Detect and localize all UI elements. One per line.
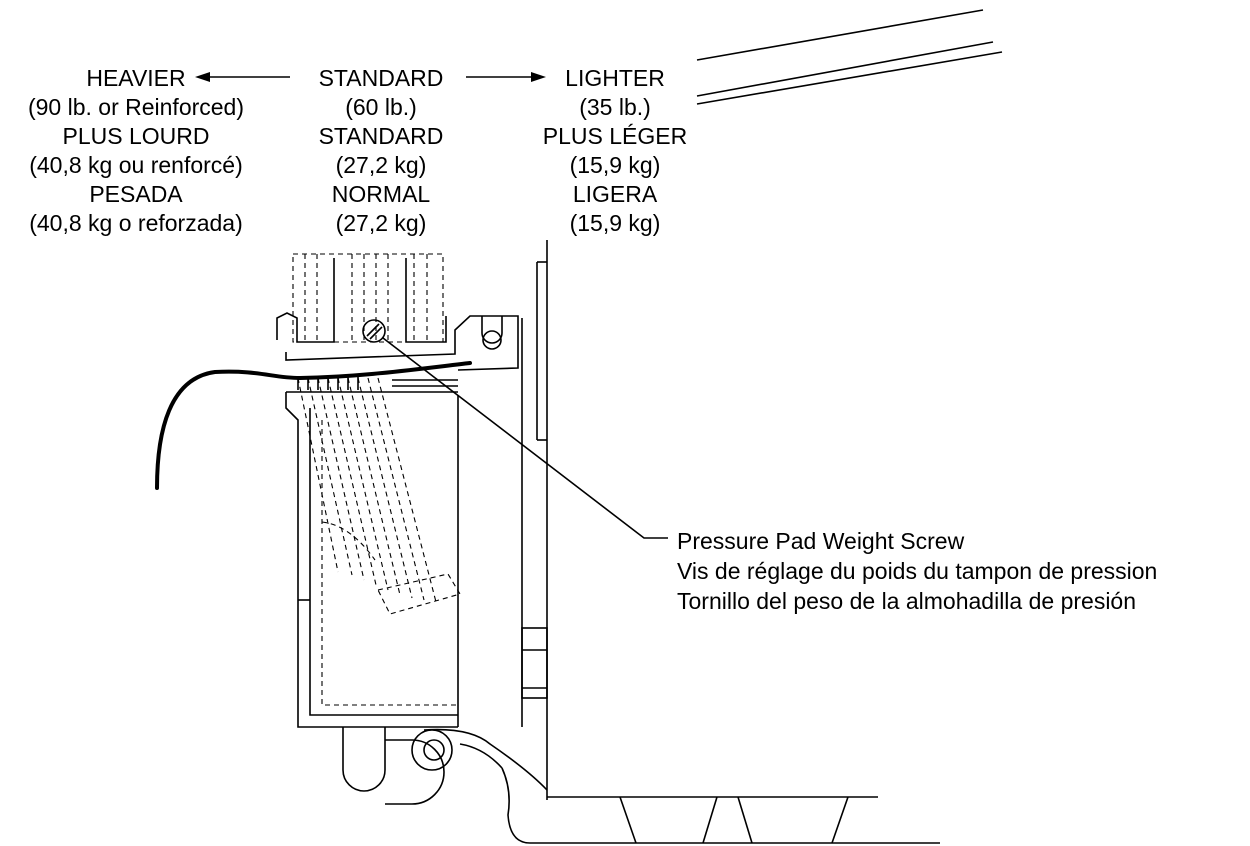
lighter-label-fr: PLUS LÉGER [542, 123, 688, 149]
pressure-pad-body [285, 391, 458, 728]
lighter-label-es: LIGERA [572, 181, 658, 207]
heavier-label-es: PESADA [89, 181, 183, 207]
heavier-value-es: (40,8 kg o reforzada) [29, 210, 243, 236]
bottom-rollers [342, 727, 548, 844]
weight-block [292, 253, 444, 343]
heavier-arrow [195, 72, 290, 82]
standard-label-es: NORMAL [331, 181, 431, 207]
heavier-value-en: (90 lb. or Reinforced) [27, 94, 245, 120]
pad-bracket [276, 258, 519, 387]
heavier-label-fr: PLUS LOURD [62, 123, 210, 149]
heavier-value-fr: (40,8 kg ou renforcé) [29, 152, 243, 178]
standard-setting-labels: STANDARD (60 lb.) STANDARD (27,2 kg) NOR… [290, 64, 472, 238]
lighter-label-en: LIGHTER [565, 65, 665, 91]
right-frame [457, 240, 548, 800]
base-rails [530, 796, 940, 844]
upper-paper-lines [696, 9, 1003, 105]
heavier-setting-labels: HEAVIER (90 lb. or Reinforced) PLUS LOUR… [0, 64, 272, 238]
lighter-setting-labels: LIGHTER (35 lb.) PLUS LÉGER (15,9 kg) LI… [510, 64, 720, 238]
standard-value-fr: (27,2 kg) [335, 152, 427, 178]
callout-text-es: Tornillo del peso de la almohadilla de p… [677, 588, 1137, 614]
weight-screw-callout: Pressure Pad Weight Screw Vis de réglage… [677, 526, 1157, 616]
pad-strips [297, 377, 461, 615]
standard-value-es: (27,2 kg) [335, 210, 427, 236]
heavier-label-en: HEAVIER [86, 65, 186, 91]
paper-sheet [155, 361, 472, 490]
lighter-value-en: (35 lb.) [579, 94, 651, 120]
standard-label-en: STANDARD [318, 65, 444, 91]
lighter-value-fr: (15,9 kg) [569, 152, 661, 178]
callout-text-fr: Vis de réglage du poids du tampon de pre… [677, 558, 1158, 584]
lighter-arrow [466, 72, 546, 82]
callout-leader [382, 337, 668, 539]
callout-text-en: Pressure Pad Weight Screw [677, 528, 965, 554]
standard-label-fr: STANDARD [318, 123, 444, 149]
weight-screw [362, 319, 386, 343]
standard-value-en: (60 lb.) [345, 94, 417, 120]
lighter-value-es: (15,9 kg) [569, 210, 661, 236]
